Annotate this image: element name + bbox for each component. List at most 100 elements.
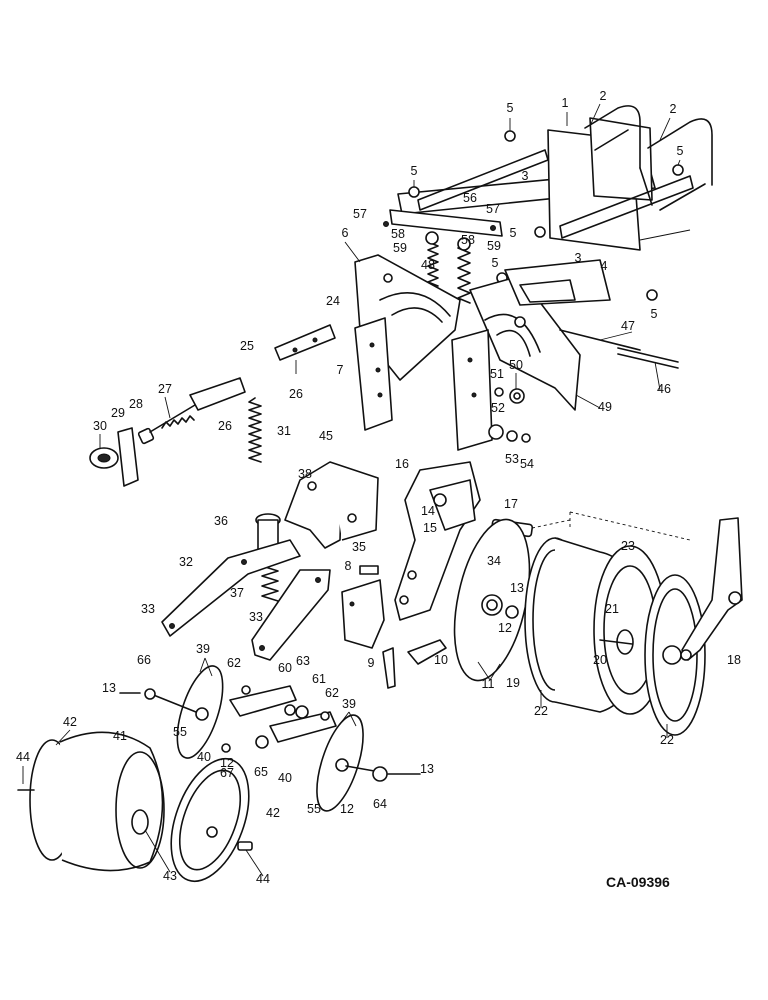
u-bolt-lower — [647, 118, 713, 211]
callout-58: 58 — [461, 233, 475, 247]
callout-42: 42 — [266, 806, 280, 820]
drawing-code: CA-09396 — [606, 874, 670, 890]
disc-opener — [453, 518, 531, 682]
callout-9: 9 — [368, 656, 375, 670]
callout-44: 44 — [16, 750, 30, 764]
callout-3: 3 — [575, 251, 582, 265]
press-arm-33-left — [161, 539, 301, 637]
callout-1: 1 — [562, 96, 569, 110]
main-frame-bar — [397, 117, 694, 251]
callout-22: 22 — [660, 733, 674, 747]
callout-3: 3 — [522, 169, 529, 183]
callout-30: 30 — [93, 419, 107, 433]
callout-25: 25 — [240, 339, 254, 353]
callout-18: 18 — [727, 653, 741, 667]
standard-plate-7 — [354, 317, 393, 431]
callout-19: 19 — [506, 676, 520, 690]
leader-lines — [22, 103, 681, 877]
mount-bracket-38 — [284, 461, 379, 549]
callout-51: 51 — [490, 367, 504, 381]
callout-57: 57 — [486, 202, 500, 216]
callout-47: 47 — [621, 319, 635, 333]
callout-34: 34 — [487, 554, 501, 568]
callout-54: 54 — [520, 457, 534, 471]
callout-2: 2 — [600, 89, 607, 103]
callout-63: 63 — [296, 654, 310, 668]
callout-13: 13 — [102, 681, 116, 695]
callout-39: 39 — [196, 642, 210, 656]
callout-27: 27 — [158, 382, 172, 396]
callout-21: 21 — [605, 602, 619, 616]
callout-5: 5 — [651, 307, 658, 321]
hex-nuts-upper — [408, 130, 684, 301]
callout-59: 59 — [487, 239, 501, 253]
callout-5: 5 — [510, 226, 517, 240]
callout-37: 37 — [230, 586, 244, 600]
gauge-wheel-rim-22 — [644, 574, 706, 736]
callout-12: 12 — [498, 621, 512, 635]
callout-5: 5 — [492, 256, 499, 270]
callout-56: 56 — [463, 191, 477, 205]
callout-26: 26 — [289, 387, 303, 401]
callout-58: 58 — [391, 227, 405, 241]
adjustment-handle — [89, 377, 246, 487]
callout-65: 65 — [254, 765, 268, 779]
callout-55: 55 — [173, 725, 187, 739]
callout-8: 8 — [345, 559, 352, 573]
callout-43: 43 — [163, 869, 177, 883]
callout-60: 60 — [278, 661, 292, 675]
callout-32: 32 — [179, 555, 193, 569]
callout-39: 39 — [342, 697, 356, 711]
callout-33: 33 — [141, 602, 155, 616]
callout-59: 59 — [393, 241, 407, 255]
bracket-24-25 — [274, 324, 336, 374]
callout-31: 31 — [277, 424, 291, 438]
callout-33: 33 — [249, 610, 263, 624]
callout-5: 5 — [677, 144, 684, 158]
callout-49: 49 — [598, 400, 612, 414]
gauge-wheel-23 — [524, 537, 667, 715]
callout-15: 15 — [423, 521, 437, 535]
callout-2: 2 — [670, 102, 677, 116]
callout-16: 16 — [395, 457, 409, 471]
callout-52: 52 — [491, 401, 505, 415]
callout-17: 17 — [504, 497, 518, 511]
callout-57: 57 — [353, 207, 367, 221]
callout-26: 26 — [218, 419, 232, 433]
callout-22: 22 — [534, 704, 548, 718]
callout-55: 55 — [307, 802, 321, 816]
scraper-9 — [382, 647, 396, 689]
callout-12: 12 — [340, 802, 354, 816]
callout-13: 13 — [420, 762, 434, 776]
closing-disc-left — [119, 665, 224, 759]
callout-23: 23 — [621, 539, 635, 553]
press-wheel-mount — [221, 685, 337, 753]
callout-66: 66 — [137, 653, 151, 667]
callout-10: 10 — [434, 653, 448, 667]
callout-38: 38 — [298, 467, 312, 481]
callout-45: 45 — [319, 429, 333, 443]
u-bolt-upper — [584, 105, 653, 206]
press-wheel-41 — [17, 731, 165, 872]
callout-20: 20 — [593, 653, 607, 667]
callout-6: 6 — [342, 226, 349, 240]
shank-assembly — [394, 461, 481, 621]
callout-44: 44 — [256, 872, 270, 886]
callout-46: 46 — [657, 382, 671, 396]
callout-35: 35 — [352, 540, 366, 554]
compression-springs — [425, 231, 471, 304]
callout-41: 41 — [113, 729, 127, 743]
callout-48: 48 — [421, 258, 435, 272]
callout-42: 42 — [63, 715, 77, 729]
closing-disc-right — [316, 714, 421, 812]
standard-plate-right — [451, 329, 493, 451]
callout-64: 64 — [373, 797, 387, 811]
callout-36: 36 — [214, 514, 228, 528]
callout-61: 61 — [312, 672, 326, 686]
press-arm-33-right — [251, 569, 331, 661]
tension-spring — [248, 397, 262, 463]
gauge-wheel-arm-18 — [680, 517, 743, 661]
press-wheel-rim-42 — [170, 757, 253, 883]
